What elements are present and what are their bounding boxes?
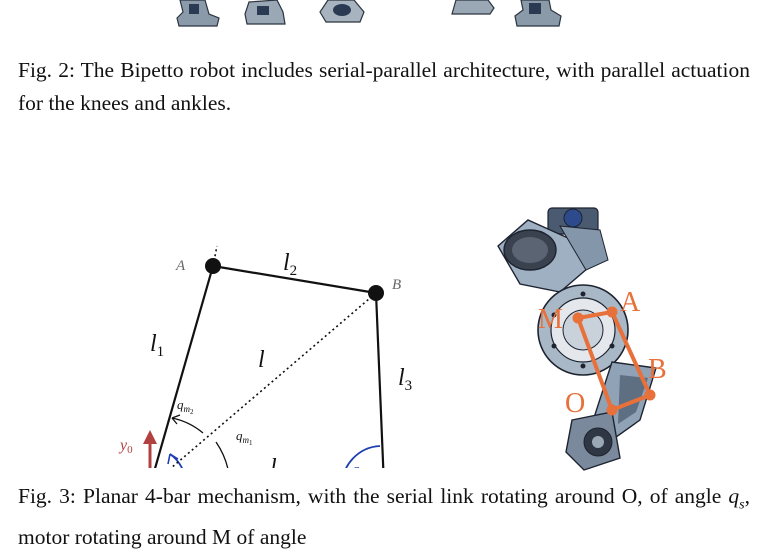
l1-extension-dotted bbox=[212, 245, 218, 267]
label-l2: l2 bbox=[283, 250, 297, 279]
link-l2 bbox=[212, 264, 377, 295]
qm1-angle-arc bbox=[215, 441, 229, 468]
overlay-joint-B bbox=[644, 389, 656, 401]
fig3-caption-text-after: , motor rotating around M of angle bbox=[18, 484, 750, 550]
photo-label-B: B bbox=[648, 354, 667, 385]
robot-photo-1 bbox=[176, 0, 220, 27]
overlay-joint-O bbox=[606, 404, 618, 416]
robot-photo-3 bbox=[319, 0, 365, 23]
label-B: B bbox=[392, 277, 401, 293]
photo-label-O: O bbox=[565, 388, 585, 419]
four-bar-diagram: A B M O l2 l1 l l3 l4 qm2 qm1 qm qs y0 x… bbox=[118, 245, 412, 468]
upper-motor-assembly bbox=[497, 207, 609, 293]
diagonal-l bbox=[169, 292, 377, 468]
fig2-robot-photos-strip bbox=[176, 0, 562, 27]
fig3-caption-var: q bbox=[728, 484, 740, 508]
label-A: A bbox=[175, 258, 186, 274]
photo-label-M: M bbox=[538, 304, 563, 335]
robot-photo-5 bbox=[514, 0, 562, 27]
robot-photo-4 bbox=[451, 0, 495, 15]
robot-photo-2 bbox=[244, 0, 286, 25]
fig2-caption: Fig. 2: The Bipetto robot includes seria… bbox=[18, 58, 750, 115]
link-l3 bbox=[374, 292, 385, 468]
label-l4: l4 bbox=[270, 455, 285, 468]
label-qm1: qm1 bbox=[236, 428, 253, 447]
fig3-caption: Fig. 3: Planar 4-bar mechanism, with the… bbox=[18, 480, 750, 554]
qm-arrowhead bbox=[167, 453, 179, 465]
overlay-joint-M bbox=[572, 312, 584, 324]
label-qs: qs bbox=[352, 462, 364, 468]
link-l1 bbox=[154, 265, 215, 468]
joint-A bbox=[205, 258, 221, 274]
fig3-caption-var-sub: s bbox=[739, 497, 745, 513]
label-y0: y0 bbox=[118, 437, 133, 456]
label-l: l bbox=[258, 347, 265, 373]
fig3-caption-text-before: Fig. 3: Planar 4-bar mechanism, with the… bbox=[18, 484, 729, 508]
y0-arrowhead bbox=[143, 430, 157, 444]
overlay-four-bar bbox=[576, 310, 652, 412]
qs-angle-arc bbox=[345, 445, 381, 468]
label-l3: l3 bbox=[398, 365, 412, 394]
qm2-arrowhead bbox=[171, 414, 181, 425]
label-qm2: qm2 bbox=[177, 397, 194, 416]
photo-label-A: A bbox=[620, 287, 641, 318]
label-l1: l1 bbox=[150, 331, 164, 360]
robot-knee-photo: M A B O bbox=[497, 207, 667, 471]
label-qm: qm bbox=[180, 464, 196, 468]
joint-B bbox=[368, 285, 384, 301]
ankle-assembly bbox=[565, 411, 621, 471]
qm2-angle-arc bbox=[171, 417, 204, 434]
overlay-joint-A bbox=[606, 306, 618, 318]
